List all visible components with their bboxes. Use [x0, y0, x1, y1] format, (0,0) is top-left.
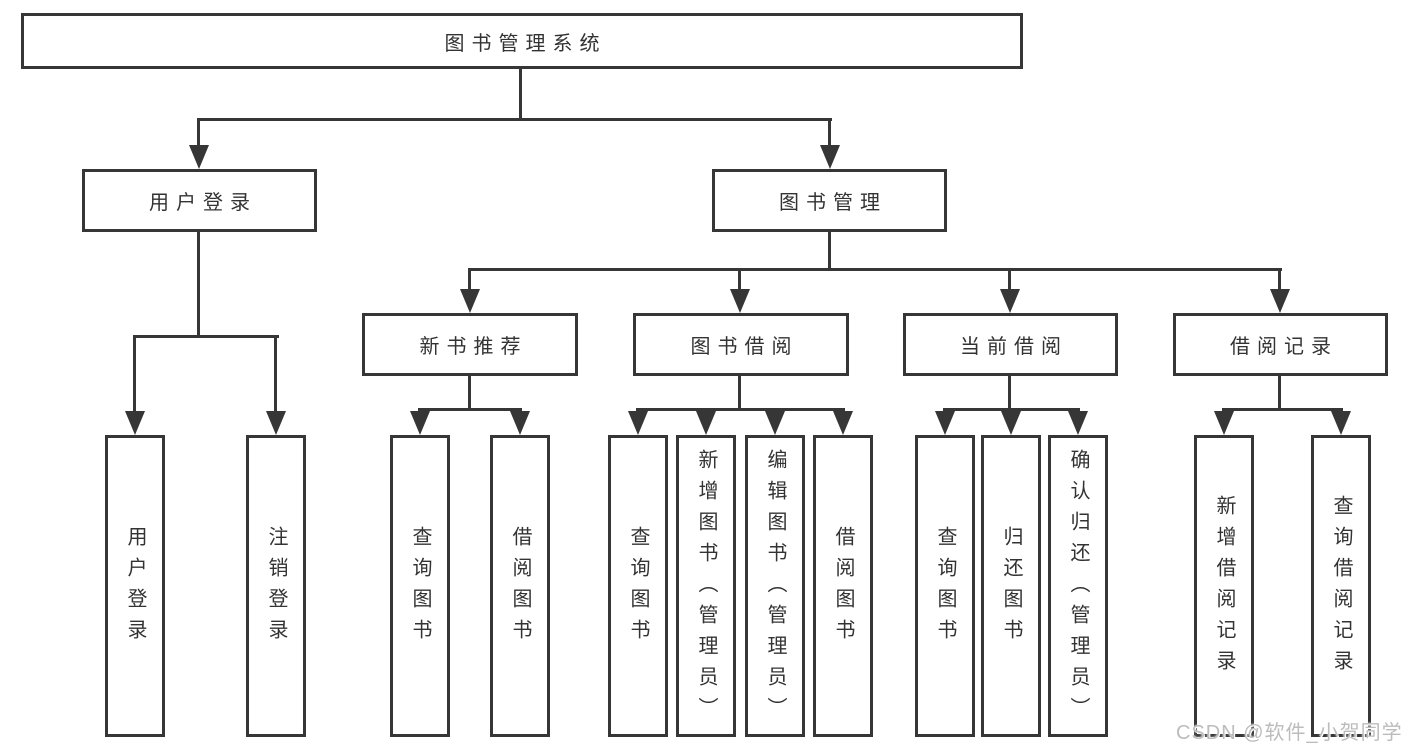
leaf-return-books: 归还图书 [981, 435, 1041, 737]
arrow-down-icon [1214, 411, 1234, 435]
watermark: CSDN @软件_小贺同学 [1176, 722, 1403, 744]
connector-vline [1008, 376, 1011, 408]
connector-vline [828, 118, 831, 148]
node-current-borrowing: 当前借阅 [903, 313, 1118, 376]
arrow-down-icon [1270, 289, 1290, 313]
connector-vline [197, 232, 200, 335]
connector-vline [828, 232, 831, 268]
arrow-down-icon [765, 411, 785, 435]
leaf-query-books-borrowing: 查询图书 [608, 435, 668, 737]
connector-vline [738, 376, 741, 408]
connector-vline [468, 268, 471, 291]
leaf-logout: 注销登录 [246, 435, 306, 737]
arrow-down-icon [510, 411, 530, 435]
node-user-login: 用户登录 [82, 169, 317, 232]
leaf-add-borrow-record: 新增借阅记录 [1194, 435, 1254, 737]
leaf-query-books-newbooks: 查询图书 [390, 435, 450, 737]
arrow-down-icon [820, 145, 840, 169]
arrow-down-icon [189, 145, 209, 169]
node-borrowing-records: 借阅记录 [1173, 313, 1388, 376]
arrow-down-icon [833, 411, 853, 435]
leaf-query-borrow-record: 查询借阅记录 [1311, 435, 1371, 737]
leaf-query-books-current: 查询图书 [915, 435, 975, 737]
arrow-down-icon [266, 411, 286, 435]
arrow-down-icon [1000, 289, 1020, 313]
arrow-down-icon [1001, 411, 1021, 435]
node-library-system: 图书管理系统 [21, 13, 1023, 69]
connector-hline [418, 408, 522, 411]
arrow-down-icon [696, 411, 716, 435]
leaf-user-login: 用户登录 [105, 435, 165, 737]
arrow-down-icon [410, 411, 430, 435]
connector-vline [1008, 268, 1011, 291]
node-new-book-recommend: 新书推荐 [362, 313, 578, 376]
arrow-down-icon [628, 411, 648, 435]
leaf-borrow-books-borrowing: 借阅图书 [813, 435, 873, 737]
connector-vline [468, 376, 471, 408]
connector-vline [274, 335, 277, 413]
arrow-down-icon [730, 289, 750, 313]
leaf-add-books-admin: 新增图书（管理员） [676, 435, 736, 737]
connector-vline [738, 268, 741, 291]
arrow-down-icon [935, 411, 955, 435]
connector-hline [133, 335, 279, 338]
leaf-borrow-books-newbooks: 借阅图书 [490, 435, 550, 737]
connector-vline [197, 118, 200, 148]
arrow-down-icon [1068, 411, 1088, 435]
arrow-down-icon [1331, 411, 1351, 435]
connector-hline [1222, 408, 1343, 411]
connector-vline [133, 335, 136, 413]
connector-hline [468, 268, 1282, 271]
leaf-edit-books-admin: 编辑图书（管理员） [745, 435, 805, 737]
connector-vline [1278, 376, 1281, 408]
connector-vline [1278, 268, 1281, 291]
leaf-confirm-return-admin: 确认归还（管理员） [1048, 435, 1108, 737]
node-book-management: 图书管理 [712, 169, 947, 232]
arrow-down-icon [125, 411, 145, 435]
connector-hline [636, 408, 845, 411]
node-book-borrowing: 图书借阅 [633, 313, 849, 376]
connector-vline [519, 68, 522, 119]
arrow-down-icon [460, 289, 480, 313]
connector-hline [197, 118, 832, 121]
